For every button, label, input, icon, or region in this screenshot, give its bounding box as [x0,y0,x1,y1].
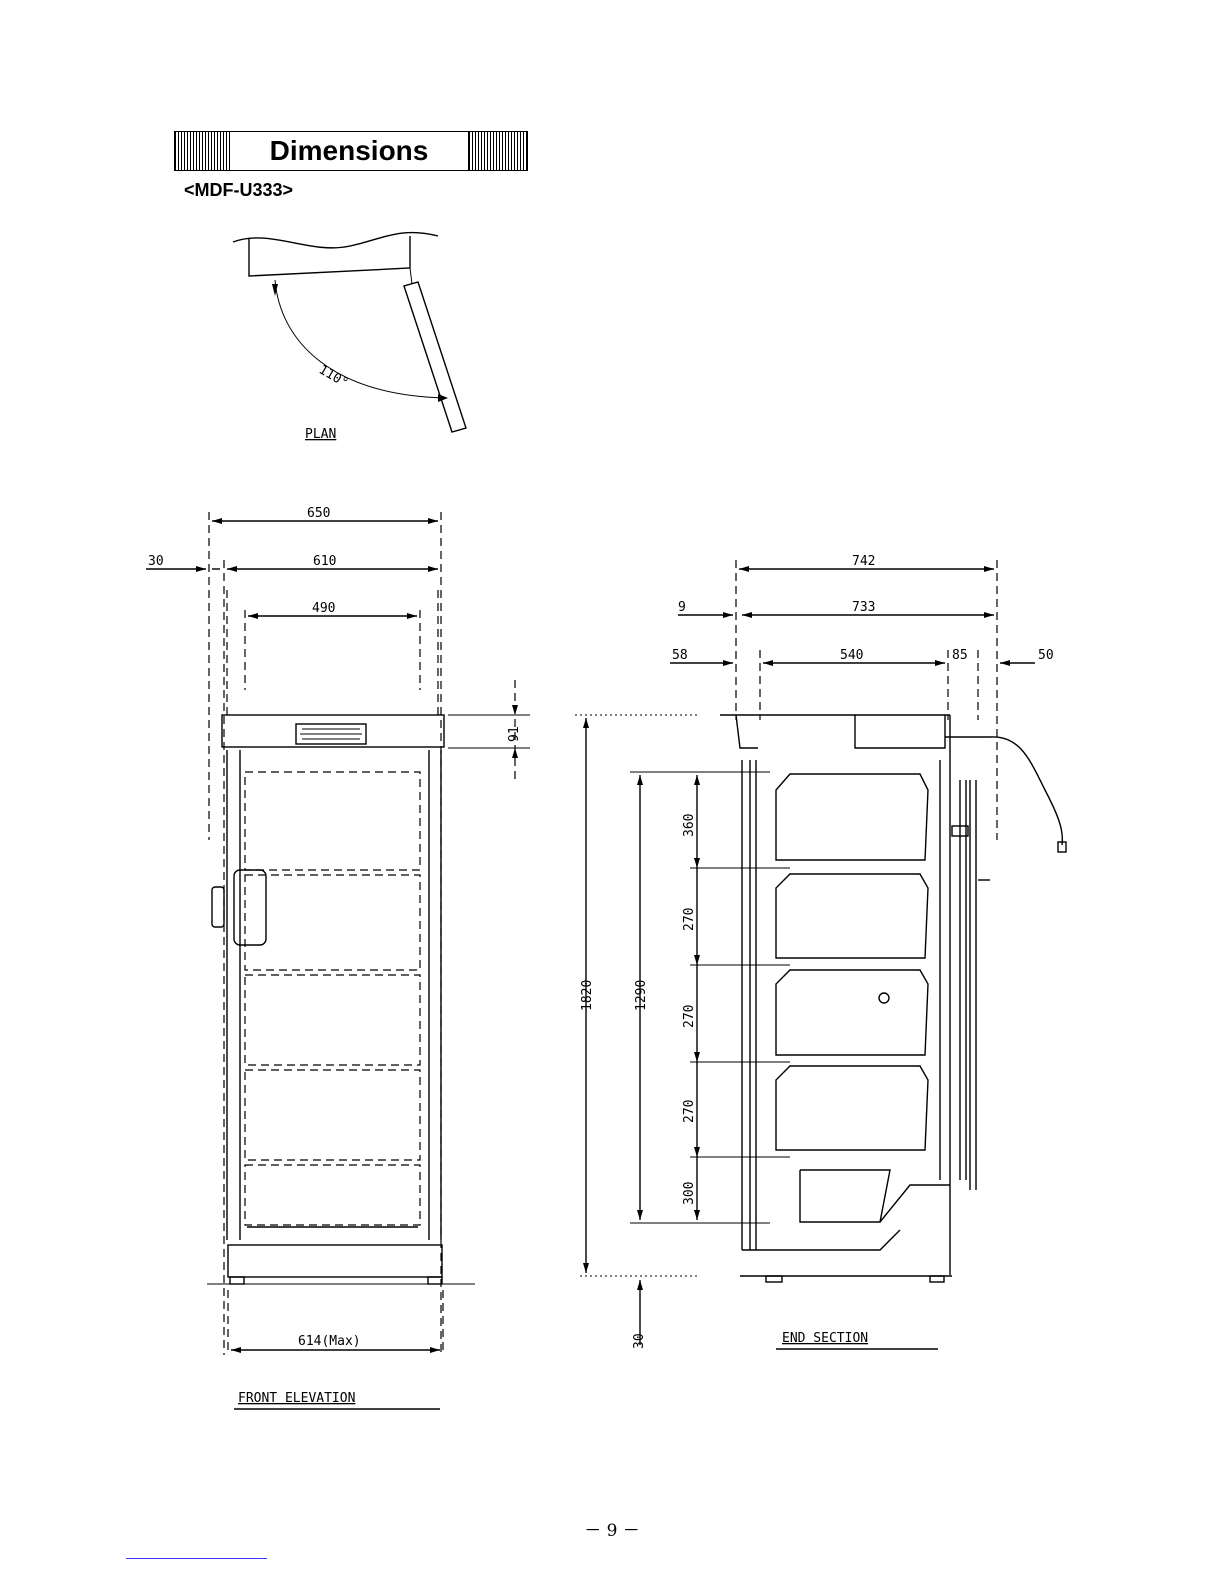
plan-door [404,282,466,432]
dim-window-width: 490 [312,601,335,616]
dim-front-gap: 58 [672,648,688,663]
dim-rear-gap: 85 [952,648,968,663]
dim-interior-height: 1290 [634,980,649,1011]
dim-panel-height: 91 [507,726,522,742]
dim-overall-width: 650 [307,506,330,521]
dim-front-offset: 9 [678,600,686,615]
dim-bottom-compartment: 300 [682,1182,697,1205]
footer-rule [126,1558,267,1559]
front-elevation-view: 650 610 30 490 [146,506,530,1406]
dim-side-offset: 30 [148,554,164,569]
dim-body-depth: 733 [852,600,875,615]
page-number: － 9 － [0,1516,1224,1541]
dim-shelf-1: 360 [682,814,697,837]
dim-inner-width: 610 [313,554,336,569]
front-elevation-label: FRONT ELEVATION [238,1391,355,1406]
door-handle [234,870,266,945]
plan-swing-arc [275,280,445,398]
drawer-4 [776,1066,928,1150]
dim-shelf-4: 270 [682,1100,697,1123]
dim-interior-depth: 540 [840,648,863,663]
plan-wall-outline [233,233,438,248]
drawer-2 [776,874,928,958]
power-cord [945,737,1062,845]
plan-label: PLAN [305,427,336,442]
plan-cabinet-outline [249,236,410,276]
dim-shelf-2: 270 [682,908,697,931]
plan-view: 110° PLAN [233,233,466,443]
end-section-view: 742 733 9 58 540 85 50 [575,554,1066,1349]
dim-overall-depth: 742 [852,554,875,569]
dim-foot-height: 30 [632,1333,647,1349]
dim-shelf-3: 270 [682,1005,697,1028]
drawer-1 [776,774,928,860]
dim-rear-offset: 50 [1038,648,1054,663]
end-section-label: END SECTION [782,1331,868,1346]
dim-overall-height: 1820 [580,980,595,1011]
dim-base-width: 614(Max) [298,1334,361,1349]
drawer-3 [776,970,928,1055]
plan-angle-label: 110° [316,362,351,391]
bottom-basket [800,1170,890,1222]
